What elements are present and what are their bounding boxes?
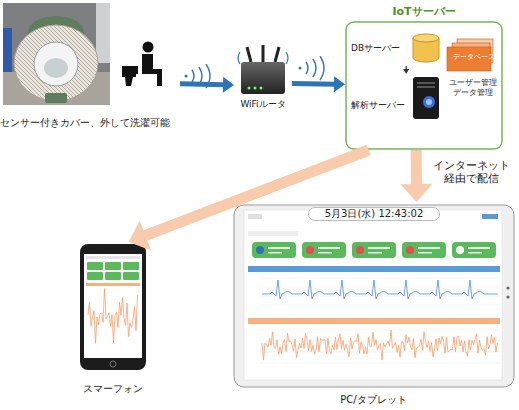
database-docs: データベース: [443, 38, 495, 72]
flow-arrow: [292, 76, 345, 92]
smartphone-shape: [74, 242, 152, 397]
server-label: 解析サーバー: [351, 100, 405, 111]
docs-label: データベース: [453, 53, 495, 61]
screen-datetime: 5月3日(水) 12:43:02: [308, 207, 440, 221]
flow-arrow: [129, 150, 369, 251]
flow-arrow: [180, 77, 234, 93]
tablet: 5月3日(水) 12:43:02PC/タブレット: [230, 202, 517, 408]
flow-arrow: [403, 66, 409, 74]
iot-server-group: IoTサーバー DBサーバーデータベース解析サーバー: [345, 4, 503, 150]
photo-caption: センサー付きカバー、外して洗濯可能: [0, 117, 170, 129]
tablet-shape: [230, 202, 517, 408]
edge-label: インターネット 経由で配信: [430, 159, 512, 185]
person-icon: [118, 40, 168, 90]
wifi-router: WiFiルータ: [234, 44, 292, 110]
db-server: DBサーバー: [351, 32, 443, 66]
annotation-label: ユーザー管理 データ管理: [444, 78, 502, 97]
device-label: スマーフォン: [64, 383, 162, 395]
wifi-waves: [294, 56, 344, 86]
sensor-cover-photo-shape: [0, 0, 180, 135]
analysis-server: 解析サーバー: [351, 74, 443, 122]
analysis-server-shape: [351, 74, 443, 122]
router-label: WiFiルータ: [224, 99, 302, 110]
group-title: IoTサーバー: [345, 5, 503, 18]
sensor-cover-photo: センサー付きカバー、外して洗濯可能: [0, 0, 180, 135]
smartphone: スマーフォン: [74, 242, 152, 397]
wifi-waves: [180, 64, 230, 94]
flow-arrow: [400, 150, 432, 202]
server-label: DBサーバー: [351, 43, 400, 54]
device-label: PC/タブレット: [230, 394, 517, 406]
